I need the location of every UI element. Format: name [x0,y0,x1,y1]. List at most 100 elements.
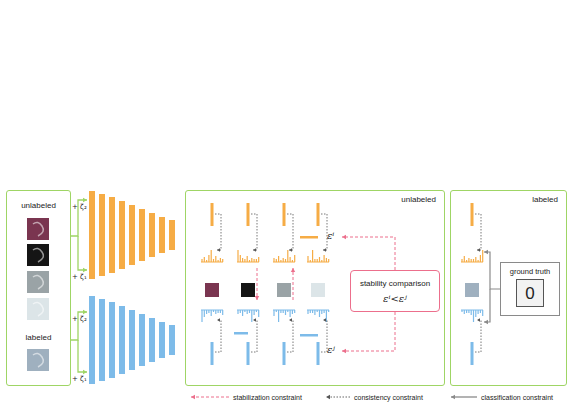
noise-label: + ζ₂ [72,316,87,323]
arrow-head [289,318,292,321]
network [89,191,175,279]
distribution-bar [478,260,479,262]
distribution-bar [283,310,284,313]
input-image [27,244,49,266]
sample-image [205,283,219,297]
network-layer [129,205,135,265]
distribution-bar [473,259,474,262]
distribution-bar [280,310,281,313]
distribution-bar [278,256,279,262]
distribution-bar [273,310,274,316]
distribution-bar [464,310,465,314]
distribution-bar [218,260,219,262]
consistency-arrow [321,214,327,250]
distribution-bar [324,255,325,262]
distribution-bar [258,257,259,262]
distribution-bar [324,310,325,313]
distribution-bar [276,310,277,312]
distribution-bar [326,258,327,262]
arrow-head [291,268,295,272]
distribution-bar [312,310,313,313]
distribution-bar [480,255,481,262]
labeled-panel: labeledground truth0 [450,190,567,386]
sample-image [465,283,479,297]
distribution-bar [254,310,255,315]
distribution-bar [211,310,212,316]
prediction-bar [211,342,214,365]
distribution-bar [290,257,291,262]
network-layer [119,306,125,374]
distribution-bar [478,310,479,314]
distribution-bar [466,260,467,262]
distribution-bar [276,259,277,262]
distribution-bar [314,259,315,262]
distribution-bar [461,310,462,312]
legend-text: stabilization constraint [233,394,302,401]
node-text: unlabeled [7,202,70,210]
distribution-bar [251,310,252,322]
distribution-bar [294,310,295,313]
distribution-bar [201,259,202,262]
consistency-arrow [215,214,221,250]
distribution-bar [242,258,243,262]
distribution-bar [283,258,284,262]
network-layer [129,310,135,370]
arrow-head [477,248,480,251]
legend-text: consistency constraint [354,394,423,401]
stability-bar [300,334,318,337]
node-text: labeled [532,196,558,204]
arrow-head [323,318,326,321]
distribution-bar [461,259,462,262]
network-layer [149,318,155,362]
arrow-head [217,248,220,251]
distribution-bar [292,310,293,314]
distribution-bar [256,259,257,262]
arrow-head [217,318,220,321]
node-text: ground truth [501,268,559,276]
distribution-bar [220,258,221,262]
distribution-bar [254,259,255,262]
distribution-bar [310,260,311,262]
distribution-bar [312,250,313,262]
stability-label: εⁱ [327,231,334,241]
distribution-bar [468,310,469,313]
prediction-bar [471,203,474,226]
distribution-bar [240,310,241,313]
distribution-bar [213,259,214,262]
distribution-bar [251,258,252,262]
distribution-bar [237,250,238,262]
node-text: labeled [7,334,70,342]
consistency-arrow [215,320,221,352]
input-panel: unlabeled labeled [6,190,71,386]
distribution-bar [244,259,245,262]
prediction-bar [247,342,250,365]
distribution-bar [328,259,329,262]
arrow-line [71,200,87,236]
arrow-head [477,318,480,321]
distribution-bar [285,310,286,315]
distribution-bar [307,310,308,314]
distribution-bar [473,310,474,322]
network-layer [109,302,115,378]
stabilization-arrow [342,312,395,351]
distribution-bar [278,310,279,322]
prediction-bar [471,342,474,365]
arrow-head [253,248,256,251]
distribution-bar [480,310,481,313]
distribution-bar [249,310,250,313]
distribution-bar [247,256,248,262]
distribution-bar [287,250,288,262]
stabilization-arrow [342,237,395,270]
input-image [27,271,49,293]
network-layer [139,209,145,261]
distribution-bar [273,258,274,262]
legend-swatch [190,392,230,402]
distribution-bar [218,310,219,313]
labeled-predictions [461,203,500,365]
network-layer [159,217,165,253]
distribution-bar [471,259,472,262]
legend-swatch [325,392,351,402]
distribution-bar [208,255,209,262]
classification-arrow [484,289,490,322]
